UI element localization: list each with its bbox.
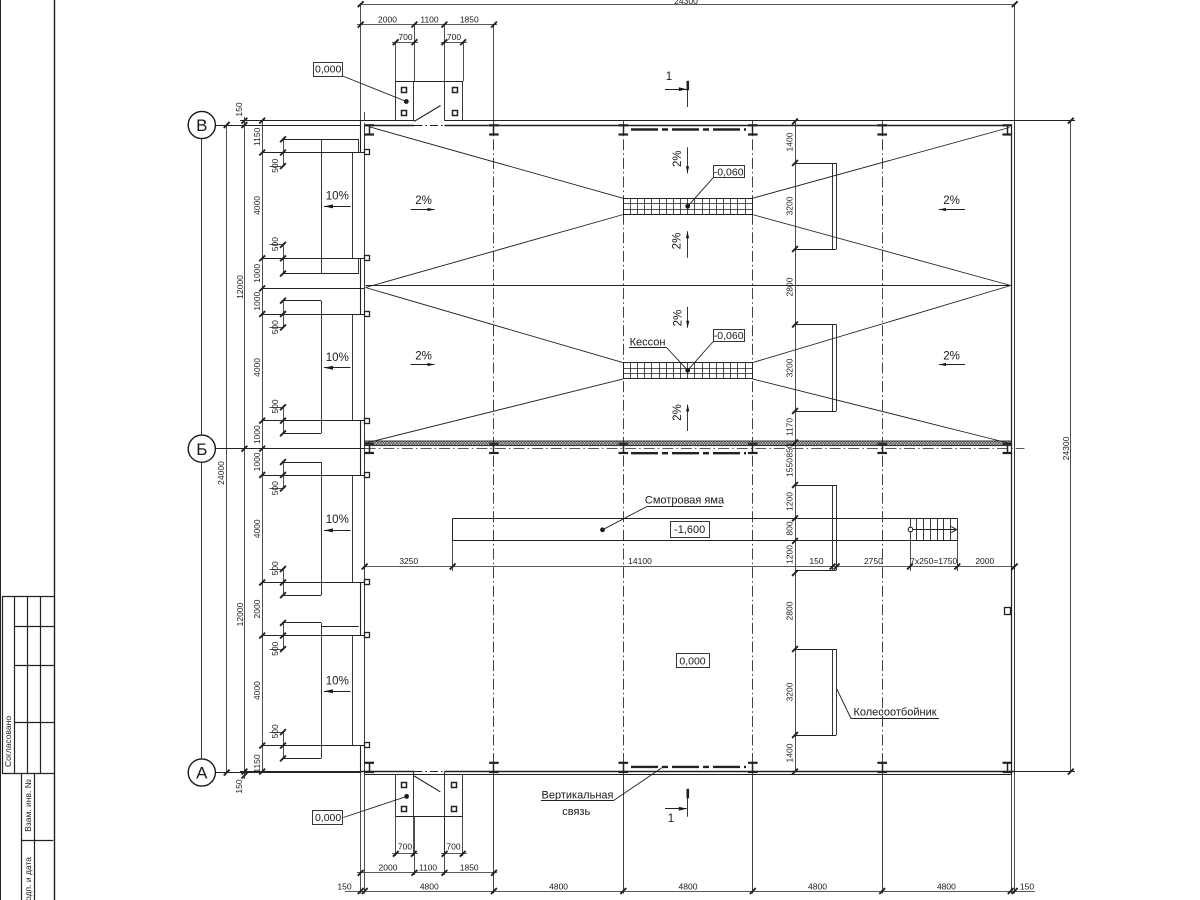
svg-text:150: 150 (234, 779, 244, 793)
svg-text:связь: связь (562, 806, 590, 818)
svg-text:1400: 1400 (785, 743, 795, 762)
svg-text:А: А (196, 764, 208, 783)
svg-text:1850: 1850 (460, 863, 479, 873)
svg-text:2000: 2000 (378, 14, 397, 24)
svg-text:700: 700 (398, 32, 412, 42)
svg-text:4000: 4000 (252, 196, 262, 215)
svg-text:1100: 1100 (420, 14, 439, 24)
svg-text:0,000: 0,000 (315, 64, 341, 76)
svg-text:В: В (196, 116, 207, 135)
svg-text:2%: 2% (415, 350, 432, 362)
svg-text:500: 500 (270, 641, 280, 655)
svg-text:10%: 10% (326, 352, 349, 364)
svg-text:24000: 24000 (216, 461, 226, 485)
svg-text:800: 800 (785, 521, 795, 535)
svg-text:Кессон: Кессон (630, 337, 666, 349)
svg-text:700: 700 (447, 32, 461, 42)
svg-text:150: 150 (337, 882, 351, 892)
svg-text:12000: 12000 (235, 275, 245, 299)
svg-text:2%: 2% (672, 233, 684, 250)
svg-text:1150: 1150 (252, 754, 262, 773)
svg-text:10%: 10% (326, 675, 349, 687)
svg-text:7х250=1750: 7х250=1750 (910, 556, 957, 566)
svg-text:500: 500 (270, 561, 280, 575)
svg-text:1: 1 (668, 813, 674, 825)
svg-text:-0,060: -0,060 (714, 330, 744, 342)
svg-text:500: 500 (270, 724, 280, 738)
svg-text:Вертикальная: Вертикальная (542, 789, 614, 801)
svg-text:2%: 2% (673, 310, 685, 327)
svg-text:2%: 2% (672, 150, 684, 167)
svg-text:Смотровая яма: Смотровая яма (645, 495, 725, 507)
svg-text:1150: 1150 (252, 127, 262, 146)
svg-text:Подп. и дата: Подп. и дата (23, 857, 33, 900)
svg-text:2000: 2000 (252, 599, 262, 618)
svg-text:1200: 1200 (785, 545, 795, 564)
svg-text:14100: 14100 (628, 556, 652, 566)
svg-text:850: 850 (785, 443, 795, 457)
svg-text:1850: 1850 (460, 14, 479, 24)
svg-text:2%: 2% (943, 350, 960, 362)
svg-text:500: 500 (270, 237, 280, 251)
svg-text:1000: 1000 (252, 452, 262, 471)
svg-text:1400: 1400 (785, 132, 795, 151)
svg-text:1000: 1000 (252, 264, 262, 283)
svg-text:500: 500 (270, 481, 280, 495)
svg-text:1: 1 (666, 71, 672, 83)
svg-text:-1,600: -1,600 (674, 524, 705, 536)
svg-text:4800: 4800 (679, 882, 698, 892)
svg-text:0,000: 0,000 (679, 655, 705, 667)
svg-text:2800: 2800 (785, 277, 795, 296)
svg-text:3250: 3250 (399, 556, 418, 566)
svg-text:500: 500 (270, 320, 280, 334)
svg-text:4000: 4000 (252, 358, 262, 377)
svg-text:24300: 24300 (674, 0, 698, 6)
svg-text:2000: 2000 (975, 556, 994, 566)
svg-text:2%: 2% (415, 195, 432, 207)
svg-text:2750: 2750 (864, 556, 883, 566)
svg-text:500: 500 (270, 399, 280, 413)
svg-text:4800: 4800 (549, 882, 568, 892)
svg-text:10%: 10% (326, 514, 349, 526)
svg-text:150: 150 (234, 102, 244, 116)
svg-text:4800: 4800 (420, 882, 439, 892)
svg-text:1100: 1100 (419, 863, 438, 873)
svg-text:700: 700 (446, 842, 460, 852)
svg-text:4800: 4800 (937, 882, 956, 892)
svg-text:2%: 2% (672, 404, 684, 421)
svg-text:700: 700 (398, 842, 412, 852)
svg-text:3200: 3200 (785, 682, 795, 701)
svg-text:1000: 1000 (252, 291, 262, 310)
svg-text:Колесоотбойник: Колесоотбойник (853, 707, 936, 719)
svg-text:10%: 10% (326, 190, 349, 202)
svg-text:1170: 1170 (785, 418, 795, 437)
svg-text:1000: 1000 (252, 425, 262, 444)
svg-text:24300: 24300 (1061, 436, 1071, 460)
svg-text:150: 150 (1020, 882, 1034, 892)
svg-text:Согласовано: Согласовано (3, 716, 13, 767)
svg-text:2000: 2000 (379, 863, 398, 873)
svg-text:1550: 1550 (785, 458, 795, 477)
svg-text:4800: 4800 (808, 882, 827, 892)
svg-text:0,000: 0,000 (315, 812, 341, 824)
svg-text:4000: 4000 (252, 681, 262, 700)
svg-text:-0,060: -0,060 (714, 166, 744, 178)
svg-text:3200: 3200 (785, 196, 795, 215)
svg-text:2%: 2% (943, 195, 960, 207)
svg-text:3200: 3200 (785, 358, 795, 377)
svg-text:Б: Б (196, 440, 207, 459)
svg-text:500: 500 (270, 158, 280, 172)
svg-text:1200: 1200 (785, 492, 795, 511)
svg-text:150: 150 (809, 556, 823, 566)
svg-text:2800: 2800 (785, 601, 795, 620)
svg-text:4000: 4000 (252, 519, 262, 538)
svg-text:Взам. инв. №: Взам. инв. № (23, 779, 33, 832)
svg-text:12000: 12000 (235, 602, 245, 626)
